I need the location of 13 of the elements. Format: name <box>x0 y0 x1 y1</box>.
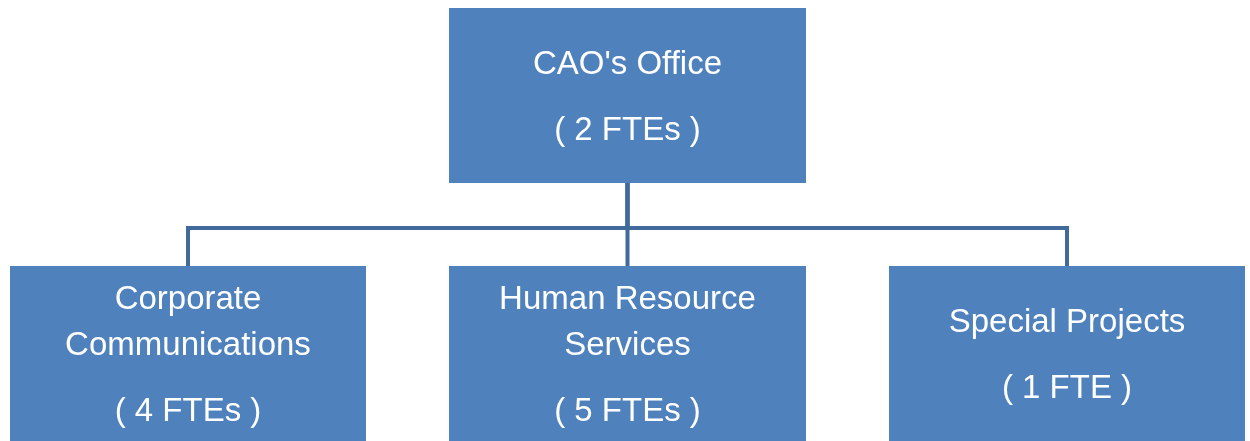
staff-count: ( 1 FTE ) <box>1001 366 1133 407</box>
unit-name: Special Projects <box>948 300 1186 341</box>
org-unit-box <box>449 8 806 183</box>
connector-line <box>625 183 1069 266</box>
org-unit-box <box>10 266 366 441</box>
staff-count: ( 4 FTEs ) <box>114 389 262 430</box>
org-unit-box <box>449 266 806 441</box>
unit-name: Corporate Communications <box>64 277 312 364</box>
staff-count: ( 5 FTEs ) <box>554 389 701 430</box>
unit-name: Human Resource Services <box>498 277 757 364</box>
org-unit-box <box>889 266 1245 441</box>
staff-count: ( 2 FTEs ) <box>554 108 701 149</box>
unit-name: CAO's Office <box>532 42 723 83</box>
